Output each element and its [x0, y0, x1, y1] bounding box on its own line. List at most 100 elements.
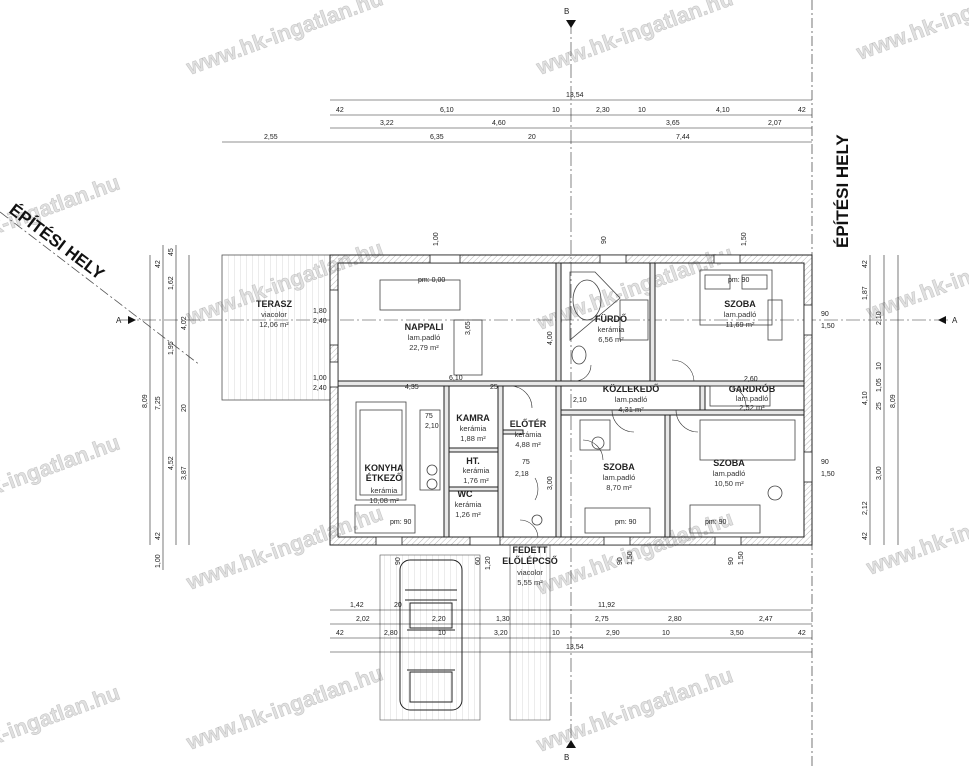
furniture	[354, 269, 796, 534]
note-210b: 2,10	[573, 397, 587, 404]
dim-right-c2-4: 3,00	[876, 466, 883, 480]
right-dimensions: 42 1,87 4,10 2,12 42 2,10 10 1,05 25 3,0…	[862, 255, 899, 545]
dim-bot-total: 13,54	[566, 644, 584, 651]
dim-right-c2-3: 25	[876, 402, 883, 410]
note-100-top: 1,00	[433, 232, 440, 246]
dim-right-c2-0: 2,10	[876, 311, 883, 325]
dim-top-r2-1: 4,60	[492, 120, 506, 127]
note-60-bottom: 60	[475, 557, 482, 565]
section-label-b-bottom: B	[564, 753, 569, 762]
dim-bot-r3-6: 10	[662, 630, 670, 637]
room-material-kozlekedo: lam.padló	[615, 395, 648, 404]
room-material-furdo: kerámia	[598, 325, 626, 334]
terrace-area	[221, 254, 331, 401]
bottom-dimensions: 1,42 20 11,92 2,02 2,20 1,30 2,75 2,80 2…	[330, 602, 812, 653]
note-90-right2: 90	[821, 459, 829, 466]
windows	[329, 254, 813, 546]
note-150-right: 1,50	[821, 323, 835, 330]
note-75b: 75	[522, 459, 530, 466]
note-240: 2,40	[313, 318, 327, 325]
dim-right-c2-2: 1,05	[876, 378, 883, 392]
dim-left-c3-4: 4,52	[168, 456, 175, 470]
watermark: www.hk-ingatlan.hu	[532, 662, 736, 757]
room-material-gardrob: lam.padló	[736, 394, 769, 403]
room-material-terasz: viacolor	[261, 310, 287, 319]
watermark: www.hk-ingatlan.hu	[182, 660, 386, 755]
room-area-eloter: 4,88 m²	[515, 440, 541, 449]
note-pm-000: pm: 0,00	[418, 277, 445, 284]
room-material-wc: kerámia	[455, 500, 483, 509]
room-name-eloter: ELŐTÉR	[510, 418, 547, 429]
dim-right-c2-1: 10	[876, 362, 883, 370]
dim-right-c3-1: 1,87	[862, 286, 869, 300]
note-75: 75	[425, 413, 433, 420]
room-area-terasz: 12,06 m²	[259, 320, 289, 329]
left-dimensions: 8,09 7,25 1,00 45 42 1,62 1,95 4,52 42 4…	[142, 245, 190, 570]
section-label-a-right: A	[952, 316, 958, 325]
dim-bot-r1-0: 1,42	[350, 602, 364, 609]
watermark: www.hk-ingatlan.hu	[862, 230, 969, 325]
note-400: 4,00	[547, 331, 554, 345]
watermark: www.hk-ingatlan.hu	[532, 0, 736, 80]
section-label-a-left: A	[116, 316, 122, 325]
note-365: 3,65	[465, 321, 472, 335]
room-name-szoba3: SZOBA	[713, 458, 745, 468]
room-area-szoba2: 8,70 m²	[606, 483, 632, 492]
section-arrow-a-right	[938, 316, 946, 324]
interior-notes: pm: 0,00 pm: 90 pm: 90 pm: 90 pm: 90 4,3…	[313, 232, 835, 570]
porch-path	[509, 544, 551, 721]
dim-bot-r3-5: 2,90	[606, 630, 620, 637]
driveway	[379, 554, 481, 721]
dim-left-c3-5: 42	[155, 532, 162, 540]
room-area-konyha: 10,08 m²	[369, 496, 399, 505]
note-pm-90: pm: 90	[615, 519, 637, 526]
dim-bot-r3-1: 2,80	[384, 630, 398, 637]
dim-right-c3-2: 4,10	[862, 391, 869, 405]
note-218: 2,18	[515, 471, 529, 478]
room-material-szoba2: lam.padló	[603, 473, 636, 482]
room-material-szoba3: lam.padló	[713, 469, 746, 478]
note-150-top: 1,50	[741, 232, 748, 246]
dim-top-r2-0: 3,22	[380, 120, 394, 127]
room-area-kamra: 1,88 m²	[460, 434, 486, 443]
dim-right-c3-4: 42	[862, 532, 869, 540]
room-name2-fedett: ELŐLÉPCSŐ	[502, 555, 558, 566]
dim-bot-r2-4: 2,80	[668, 616, 682, 623]
room-name-terasz: TERASZ	[256, 299, 293, 309]
room-name-nappali: NAPPALI	[405, 322, 444, 332]
dim-bot-r3-2: 10	[438, 630, 446, 637]
note-210: 2,10	[425, 423, 439, 430]
dim-left-c3-1: 42	[155, 260, 162, 268]
note-pm-90: pm: 90	[390, 519, 412, 526]
section-arrow-b-bottom	[566, 740, 576, 748]
room-area-gardrob: 2,52 m²	[739, 403, 765, 412]
dim-top-r1-1: 6,10	[440, 107, 454, 114]
room-area-nappali: 22,79 m²	[409, 343, 439, 352]
room-name-kozlekedo: KÖZLEKEDŐ	[603, 383, 660, 394]
section-label-b-top: B	[564, 7, 569, 16]
top-dimensions: 13,54 42 6,10 10 2,30 10 4,10 42 3,22 4,…	[222, 92, 812, 143]
dim-left-c4-1: 20	[181, 404, 188, 412]
room-material-fedett: viacolor	[517, 568, 543, 577]
dim-top-r1-6: 42	[798, 107, 806, 114]
dim-bot-r2-0: 2,02	[356, 616, 370, 623]
room-material-konyha: kerámia	[371, 486, 399, 495]
dim-top-r1-3: 2,30	[596, 107, 610, 114]
dim-bot-r3-4: 10	[552, 630, 560, 637]
dim-top-r1-5: 4,10	[716, 107, 730, 114]
note-90-top: 90	[601, 236, 608, 244]
watermark: www.hk-ingatlan.hu	[182, 0, 386, 80]
note-120-bottom: 1,20	[485, 556, 492, 570]
note-100: 1,00	[313, 375, 327, 382]
door-swings	[509, 359, 747, 538]
dim-right-c3-0: 42	[862, 260, 869, 268]
room-name-konyha: KONYHA	[364, 463, 404, 473]
room-area-kozlekedo: 4,31 m²	[618, 405, 644, 414]
room-name-ht: HT.	[466, 456, 480, 466]
room-name-furdo: FÜRDŐ	[595, 313, 627, 324]
dim-left-c3-2: 1,62	[168, 276, 175, 290]
room-name-fedett: FEDETT	[513, 545, 549, 555]
section-arrow-a-left	[128, 316, 136, 324]
